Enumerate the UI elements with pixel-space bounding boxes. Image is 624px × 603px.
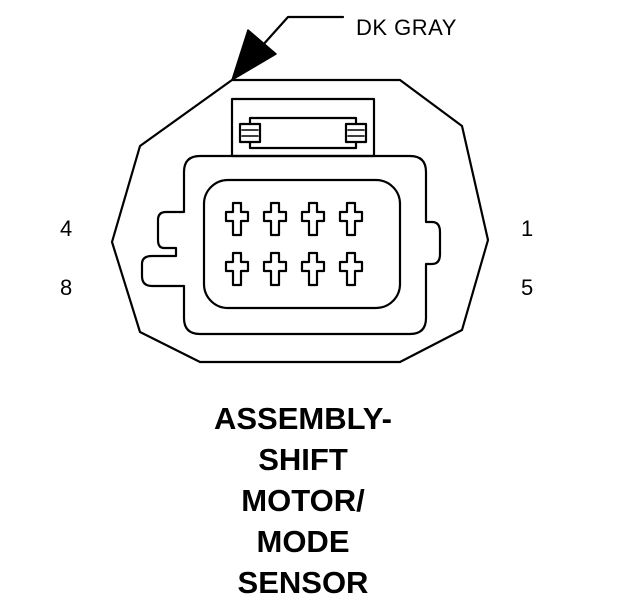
leader-arrowhead xyxy=(231,29,277,81)
terminal-cavity xyxy=(300,251,326,287)
caption-line: MODE xyxy=(256,524,350,559)
latch-inner xyxy=(248,116,358,150)
pin-label-5: 5 xyxy=(521,275,534,300)
connector-outer-shell xyxy=(110,78,490,364)
pin-label-1: 1 xyxy=(521,216,534,241)
caption-line: SENSOR xyxy=(237,565,369,600)
connector-inner-body xyxy=(140,154,442,336)
terminal-cavity xyxy=(224,251,250,287)
terminal-cavity-window xyxy=(202,178,402,310)
terminal-cavity xyxy=(262,201,288,237)
terminal-cavity xyxy=(300,201,326,237)
terminal-cavity xyxy=(338,201,364,237)
pin-label-8: 8 xyxy=(60,275,73,300)
caption-line: ASSEMBLY- xyxy=(213,401,392,436)
pin-label-4: 4 xyxy=(60,216,73,241)
component-caption: ASSEMBLY- SHIFT MOTOR/ MODE SENSOR xyxy=(0,398,606,603)
terminal-pins xyxy=(224,201,364,287)
terminal-cavity xyxy=(224,201,250,237)
latch-outer xyxy=(230,97,376,158)
latch-tab-right xyxy=(344,122,368,144)
terminal-cavity xyxy=(338,251,364,287)
caption-line: SHIFT xyxy=(258,442,348,477)
terminal-cavity xyxy=(262,251,288,287)
caption-line: MOTOR/ xyxy=(241,483,365,518)
wire-color-label: DK GRAY xyxy=(356,15,457,40)
latch-tab-left xyxy=(238,122,262,144)
leader-line xyxy=(260,15,345,48)
